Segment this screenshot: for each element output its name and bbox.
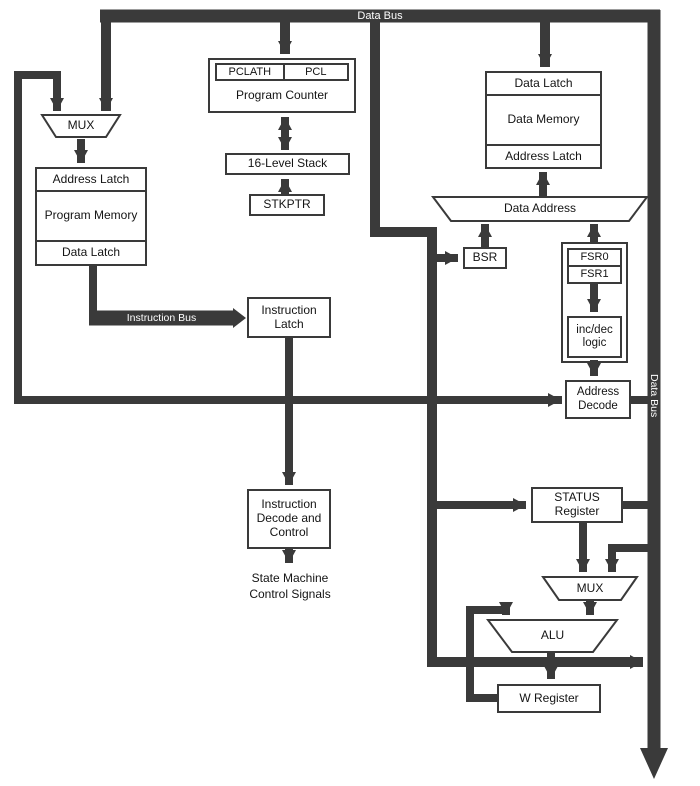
state-machine-label: State Machine Control Signals bbox=[249, 571, 331, 601]
instruction-decode-box: Instruction Decode and Control bbox=[247, 489, 331, 549]
program-counter-label: Program Counter bbox=[235, 88, 329, 103]
instruction-latch-box: Instruction Latch bbox=[247, 297, 331, 338]
w-register-to-alu-loop-line bbox=[466, 602, 513, 702]
data-address-shape bbox=[431, 196, 649, 222]
data-memory-label: Data Memory bbox=[507, 112, 580, 127]
address-decode-box: Address Decode bbox=[565, 380, 631, 419]
stkptr-box: STKPTR bbox=[249, 194, 325, 216]
fsr1-box: FSR1 bbox=[567, 265, 622, 284]
top-data-bus-label: Data Bus bbox=[357, 10, 403, 22]
dm-data-latch-label: Data Latch bbox=[487, 73, 600, 96]
alu-shape bbox=[486, 619, 619, 653]
dm-address-latch-label: Address Latch bbox=[487, 144, 600, 167]
instruction-bus-label: Instruction Bus bbox=[126, 312, 197, 324]
address-decode-mux-loop-line bbox=[14, 71, 562, 404]
incdec-logic-box: inc/dec logic bbox=[567, 316, 622, 358]
w-register-box: W Register bbox=[497, 684, 601, 713]
mux-right-label: MUX bbox=[576, 580, 604, 595]
pclath-register: PCLATH bbox=[217, 65, 285, 79]
mux-left-shape bbox=[40, 114, 122, 138]
mux-right-shape bbox=[541, 576, 639, 601]
data-memory-box: Data Latch Data Memory Address Latch bbox=[485, 71, 602, 169]
bsr-box: BSR bbox=[463, 247, 507, 269]
pclath-pcl-box: PCLATH PCL bbox=[215, 63, 349, 81]
alu-label: ALU bbox=[540, 628, 565, 643]
right-data-bus-arrowhead bbox=[640, 748, 668, 779]
mux-left-label: MUX bbox=[67, 118, 95, 133]
program-counter-box: PCLATH PCL Program Counter bbox=[208, 58, 356, 113]
program-memory-label: Program Memory bbox=[44, 208, 138, 223]
pcl-register: PCL bbox=[305, 65, 327, 78]
pm-data-latch-label: Data Latch bbox=[37, 240, 145, 264]
bus-to-mux-right-line bbox=[605, 544, 654, 572]
instruction-bus-arrowhead bbox=[233, 308, 246, 328]
fsr-group-box bbox=[561, 242, 628, 363]
status-register-box: STATUS Register bbox=[531, 487, 623, 523]
right-data-bus-label: Data Bus bbox=[648, 374, 660, 418]
data-address-label: Data Address bbox=[503, 201, 577, 216]
program-memory-box: Address Latch Program Memory Data Latch bbox=[35, 167, 147, 266]
bus-spine-line bbox=[370, 16, 643, 669]
pm-address-latch-label: Address Latch bbox=[37, 169, 145, 192]
stack-box: 16-Level Stack bbox=[225, 153, 350, 175]
